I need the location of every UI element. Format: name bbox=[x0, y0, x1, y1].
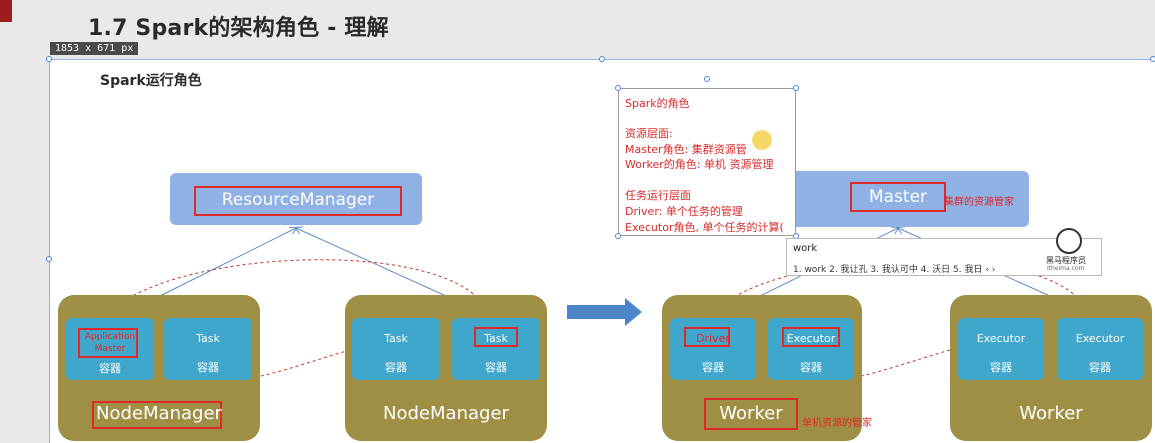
textbox-handle-tl[interactable] bbox=[615, 85, 621, 91]
edge-node1-to-rm bbox=[159, 228, 296, 297]
node-manager-2-label: NodeManager bbox=[383, 403, 509, 424]
executor-container-label: 容器 bbox=[1089, 361, 1111, 374]
resource-manager-box bbox=[170, 173, 422, 225]
brand-logo-icon bbox=[1056, 228, 1082, 254]
executor-container-label: 容器 bbox=[990, 361, 1012, 374]
slide-accent-bar bbox=[0, 0, 12, 22]
brand-name: 黑马程序员 bbox=[1046, 256, 1086, 265]
worker-note: 单机资源的管家 bbox=[802, 418, 872, 429]
executor-label: Executor bbox=[976, 332, 1026, 345]
driver-container-label: 容器 bbox=[702, 361, 724, 374]
note-line-4: Worker的角色: 单机 资源管理 bbox=[625, 158, 774, 171]
resource-manager-label: ResourceManager bbox=[221, 190, 375, 210]
worker-2-label: Worker bbox=[1019, 403, 1083, 424]
brand-url: itheima.com bbox=[1047, 265, 1085, 272]
note-line-6: Driver: 单个任务的管理 bbox=[625, 205, 743, 218]
executor-label: Executor bbox=[1075, 332, 1125, 345]
driver-label: Driver bbox=[696, 332, 730, 345]
worker-1-label: Worker bbox=[719, 403, 783, 424]
master-box bbox=[775, 171, 1029, 227]
selection-handle-tl[interactable] bbox=[46, 56, 52, 62]
slide-header bbox=[0, 0, 1155, 58]
task-container-n2a: Task 容器 bbox=[352, 318, 440, 380]
executor-container-w2b: Executor 容器 bbox=[1057, 318, 1143, 380]
task-container-n2b: Task 容器 bbox=[452, 318, 540, 380]
dashed-task-to-am bbox=[118, 259, 491, 319]
cursor-highlight bbox=[752, 130, 772, 150]
executor-container-label: 容器 bbox=[800, 361, 822, 374]
node-manager-1-label: NodeManager bbox=[96, 403, 222, 424]
note-line-7: Executor角色, 单个任务的计算( bbox=[625, 221, 784, 234]
ime-input-text: work bbox=[793, 243, 818, 254]
note-line-3: Master角色: 集群资源管 bbox=[625, 143, 747, 156]
task-highlight bbox=[474, 327, 518, 347]
nodemanager-highlight bbox=[92, 401, 222, 429]
executor-highlight bbox=[782, 327, 840, 347]
worker-highlight bbox=[704, 398, 798, 430]
app-master-highlight bbox=[78, 328, 138, 358]
rm-highlight bbox=[194, 186, 402, 216]
driver-container: Driver 容器 bbox=[670, 318, 756, 380]
master-label: Master bbox=[868, 187, 928, 207]
app-master-label-l2: Master bbox=[94, 344, 126, 354]
driver-highlight bbox=[684, 327, 730, 347]
task-container-label: 容器 bbox=[385, 361, 407, 374]
task-container-n1: Task 容器 bbox=[164, 318, 252, 380]
task-container-label: 容器 bbox=[197, 361, 219, 374]
note-line-1: Spark的角色 bbox=[625, 97, 690, 110]
annotation-textbox[interactable]: Spark的角色 资源层面: Master角色: 集群资源管 Worker的角色… bbox=[618, 88, 796, 236]
executor-container-w1: Executor 容器 bbox=[768, 318, 854, 380]
task-container-label: 容器 bbox=[485, 361, 507, 374]
master-note: 集群的资源管家 bbox=[944, 197, 1014, 208]
selection-handle-tm[interactable] bbox=[599, 56, 605, 62]
selection-handle-ml[interactable] bbox=[46, 256, 52, 262]
app-master-container-label: 容器 bbox=[99, 362, 121, 375]
note-line-5: 任务运行层面 bbox=[625, 189, 691, 202]
app-master-label-l1: Application bbox=[84, 332, 136, 342]
app-master-container: Application Master 容器 bbox=[66, 318, 154, 380]
ime-candidate-bar[interactable]: work 1. work 2. 我让孔 3. 我认可中 4. 沃日 5. 我日 … bbox=[786, 238, 1102, 276]
textbox-handle-bl[interactable] bbox=[615, 233, 621, 239]
master-highlight bbox=[850, 182, 946, 212]
executor-label: Executor bbox=[786, 332, 836, 345]
big-right-arrow-icon bbox=[567, 298, 642, 326]
task-label: Task bbox=[196, 332, 220, 345]
textbox-handle-tr[interactable] bbox=[793, 85, 799, 91]
note-line-2: 资源层面: bbox=[625, 127, 673, 140]
section-heading: Spark运行角色 bbox=[100, 73, 202, 89]
textbox-rotate-handle[interactable] bbox=[704, 76, 710, 82]
selection-handle-tr[interactable] bbox=[1150, 56, 1155, 62]
dashed-task1-to-am bbox=[112, 349, 351, 387]
task-label: Task bbox=[384, 332, 408, 345]
task-label: Task bbox=[484, 332, 508, 345]
ime-candidates[interactable]: 1. work 2. 我让孔 3. 我认可中 4. 沃日 5. 我日 ‹ › bbox=[793, 265, 996, 275]
executor-container-w2a: Executor 容器 bbox=[958, 318, 1044, 380]
slide-title: 1.7 Spark的架构角色 - 理解 bbox=[88, 16, 389, 41]
dimension-tag: 1853 x 671 px bbox=[50, 42, 139, 55]
